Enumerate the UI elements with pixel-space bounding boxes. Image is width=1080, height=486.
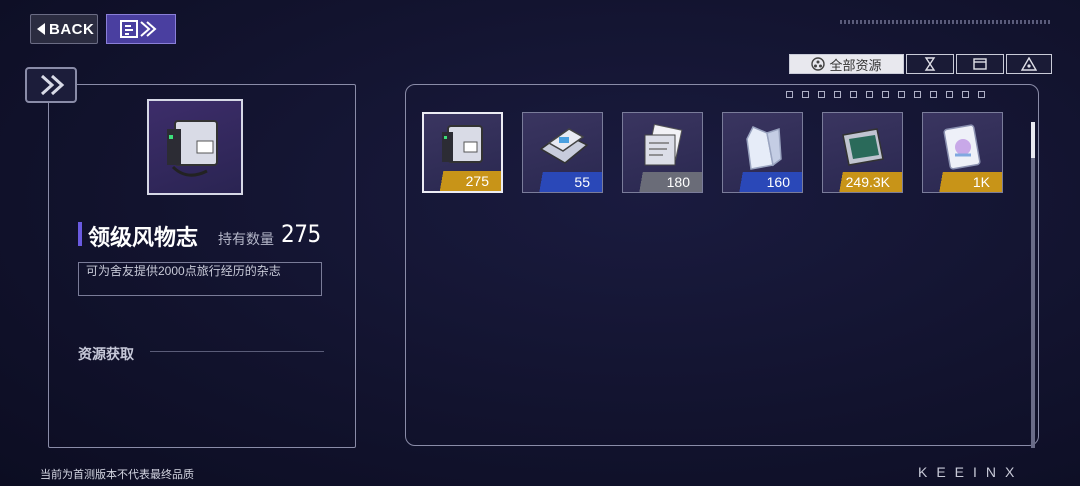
item-count: 1K [923, 172, 1002, 192]
detail-panel [48, 84, 356, 448]
hourglass-icon [924, 57, 936, 71]
crystal-shard-icon [746, 126, 782, 170]
magazine-device-icon [442, 125, 483, 163]
own-count-label: 持有数量 [218, 231, 274, 247]
item-name: 领级风物志 [88, 225, 199, 250]
category-badge-icon [25, 67, 77, 103]
magazine-device-icon [167, 120, 218, 177]
inventory-item[interactable]: 180 [622, 112, 703, 193]
item-grid: 275 55 180 160 249.3K [422, 112, 1003, 193]
hub-icon [811, 57, 826, 71]
back-arrow-icon [37, 23, 45, 35]
inventory-item[interactable]: 275 [422, 112, 503, 193]
decor-dotted-line [840, 20, 1052, 24]
tab-hourglass[interactable] [906, 54, 954, 74]
item-count: 180 [623, 172, 702, 192]
inventory-item[interactable]: 160 [722, 112, 803, 193]
inventory-item[interactable]: 249.3K [822, 112, 903, 193]
home-icon [120, 20, 157, 38]
item-count: 55 [523, 172, 602, 192]
back-button[interactable]: BACK [30, 14, 98, 44]
selected-item-image [147, 99, 243, 195]
item-count: 160 [723, 172, 802, 192]
scrollbar-track[interactable] [1031, 122, 1035, 448]
tab-all-label: 全部资源 [829, 57, 882, 73]
item-count: 249.3K [823, 172, 902, 192]
source-section-title: 资源获取 [78, 346, 134, 362]
brand-logo: KEEINX [918, 464, 1024, 480]
own-count-value: 275 [281, 220, 321, 248]
tab-box[interactable] [956, 54, 1004, 74]
tab-triangle[interactable] [1006, 54, 1052, 74]
green-screen-icon [842, 128, 884, 166]
footer-note: 当前为首测版本不代表最终品质 [40, 469, 194, 481]
triangle-icon [1021, 57, 1037, 71]
inventory-item[interactable]: 55 [522, 112, 603, 193]
inventory-panel [405, 84, 1039, 446]
back-label: BACK [49, 20, 95, 38]
document-stack-icon [644, 123, 683, 166]
description-box [78, 262, 322, 296]
item-count: 275 [424, 171, 501, 191]
item-description: 可为舍友提供2000点旅行经历的杂志 [86, 264, 281, 278]
decor-squares [786, 91, 985, 98]
tab-all-resources[interactable]: 全部资源 [789, 54, 904, 74]
divider [150, 351, 324, 352]
name-accent-bar [78, 222, 82, 246]
box-icon [973, 58, 987, 70]
holo-card-icon [943, 124, 981, 170]
inventory-item[interactable]: 1K [922, 112, 1003, 193]
scrollbar-thumb[interactable] [1031, 122, 1035, 158]
home-button[interactable] [106, 14, 176, 44]
data-disk-icon [539, 128, 589, 164]
